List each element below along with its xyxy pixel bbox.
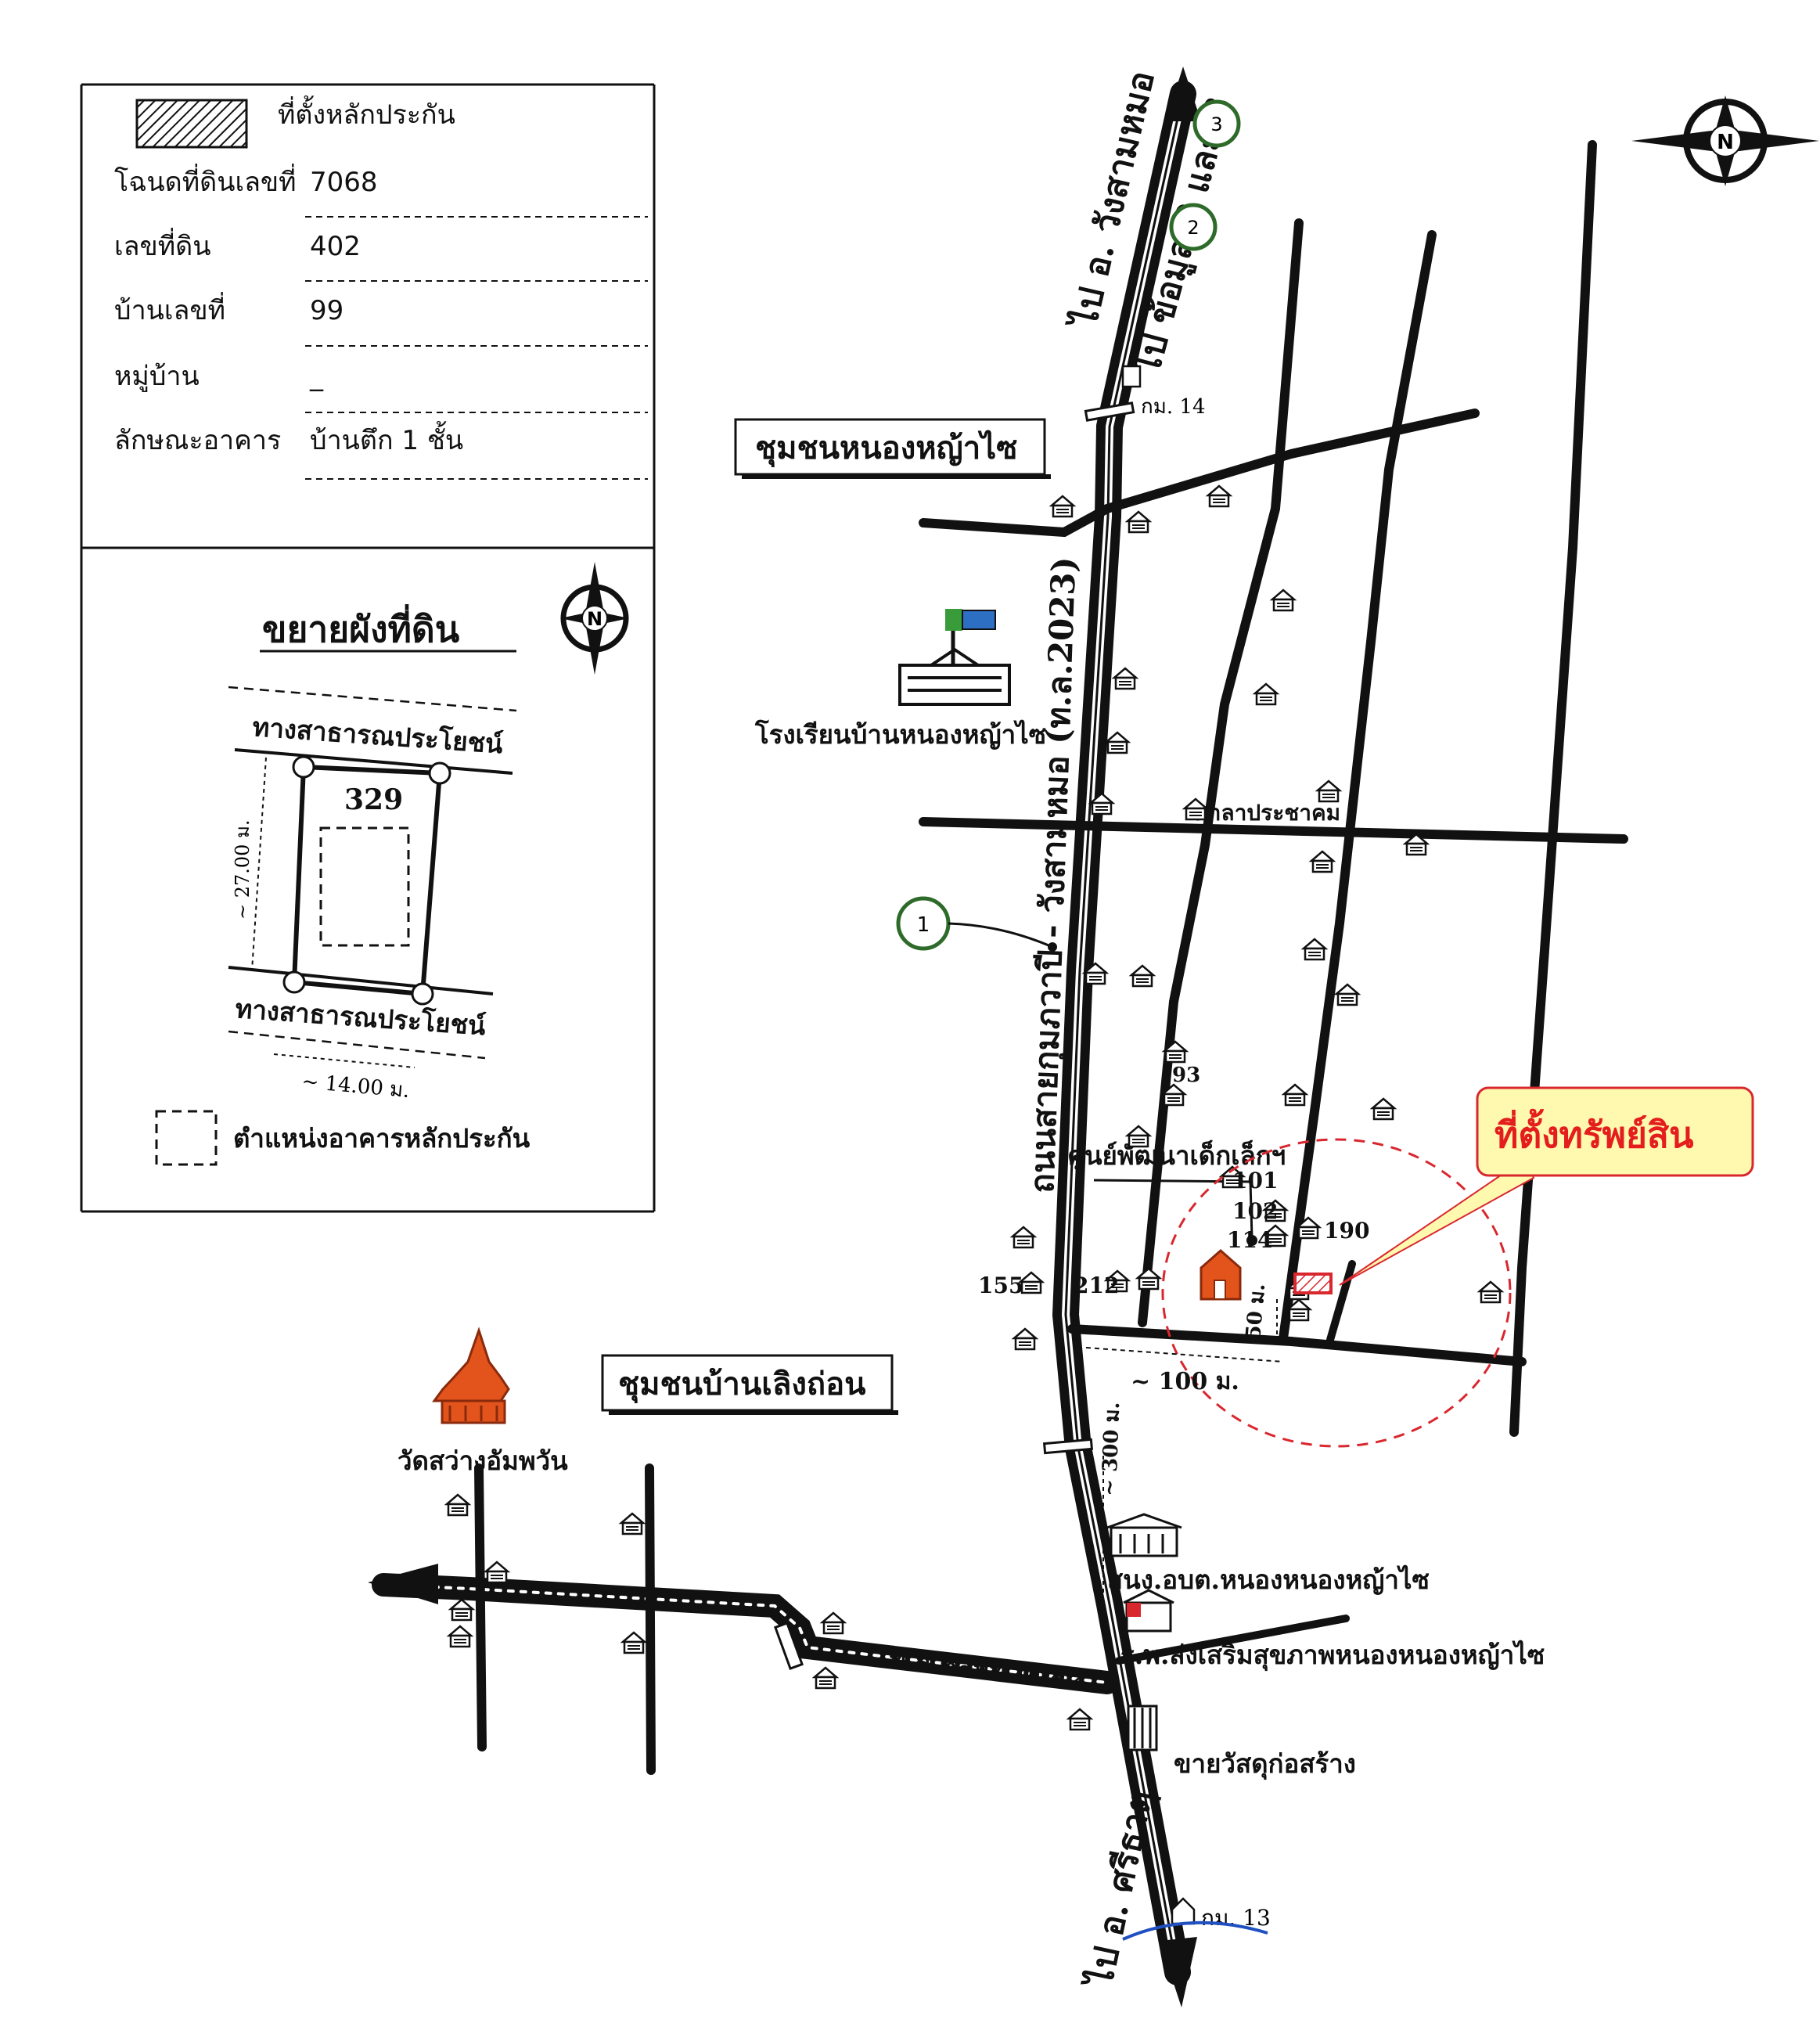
community-south-box: ชุมชนบ้านเลิงถ่อน	[601, 1354, 898, 1415]
marker-2-label: 2	[1187, 217, 1199, 239]
deed-value: 7068	[310, 167, 378, 198]
legend-panel: ที่ตั้งหลักประกัน โฉนดที่ดินเลขที่ 7068 …	[80, 83, 656, 1213]
lot-boundary	[282, 755, 451, 1006]
plot-road-top: ทางสาธารณประโยชน์	[251, 711, 504, 759]
distance-50: 50 ม.	[1242, 1283, 1270, 1341]
marker-2: 2	[1169, 203, 1218, 251]
building-legend-label: ตำแหน่งอาคารหลักประกัน	[233, 1123, 531, 1154]
house-no-label: บ้านเลขที่	[114, 292, 225, 326]
plot-road-bottom: ทางสาธารณประโยชน์	[234, 993, 487, 1041]
km14-label: กม. 14	[1141, 395, 1206, 419]
temple-label: วัดสว่างอัมพวัน	[397, 1445, 568, 1476]
compass-small-label: N	[587, 608, 602, 630]
community-north-label: ชุมชนหนองหญ้าไซ	[755, 430, 1017, 468]
plot-width: ~ 14.00 ม.	[300, 1070, 410, 1103]
marker-1: 1	[896, 896, 1057, 952]
arrow-west-icon	[368, 1564, 438, 1604]
community-south-label: ชุมชนบ้านเลิงถ่อน	[618, 1366, 866, 1404]
collateral-marker-label: ที่ตั้งหลักประกัน	[278, 95, 455, 131]
house-number-155: 155	[978, 1273, 1023, 1298]
property-radius	[1161, 1138, 1512, 1448]
marker-3-label: 3	[1210, 113, 1222, 135]
km14-marker: กม. 14	[1121, 365, 1206, 419]
marker-1-label: 1	[917, 913, 930, 937]
hospital-icon	[1123, 1589, 1174, 1633]
building-position	[319, 826, 410, 947]
temple-icon	[432, 1327, 510, 1424]
village-value: _	[309, 361, 324, 392]
marker-3: 3	[1192, 99, 1241, 148]
arrow-north-icon	[1166, 67, 1201, 121]
compass-large-label: N	[1717, 131, 1734, 154]
house-number-101: 101	[1232, 1168, 1278, 1193]
land-no-value: 402	[310, 231, 361, 262]
house-number-190: 190	[1324, 1218, 1369, 1244]
house-number-93: 93	[1172, 1064, 1200, 1087]
property-callout: ที่ตั้งทรัพย์สิน	[1339, 1086, 1754, 1286]
plot-enlargement: ขยายผังที่ดิน N ทางสาธารณประโยชน์ ทางสาธ…	[155, 562, 629, 1166]
side-road-label: ท.ล.ชลบท 4042	[887, 1643, 1088, 1694]
village-label: หมู่บ้าน	[114, 361, 200, 392]
house-number-212: 212	[1074, 1273, 1119, 1298]
shop-label: ขายวัสดุก่อสร้าง	[1174, 1748, 1356, 1780]
house-no-value: 99	[310, 295, 343, 326]
hospital-label: ร.พ.ส่งเสริมสุขภาพหนองหนองหญ้าไซ	[1120, 1640, 1545, 1672]
land-no-label: เลขที่ดิน	[114, 228, 210, 262]
distance-100: ~ 100 ม.	[1131, 1368, 1239, 1395]
building-legend-swatch	[155, 1110, 218, 1166]
community-north-box: ชุมชนหนองหญ้าไซ	[734, 418, 1051, 479]
school-icon	[898, 609, 1011, 706]
house-number-102: 102	[1232, 1198, 1278, 1224]
sao-office-label: สนง.อบต.หนองหนองหญ้าไซ	[1107, 1564, 1430, 1595]
nursery-label: ศูนย์พัฒนาเด็กเล็กฯ	[1068, 1139, 1286, 1172]
building-type-label: ลักษณะอาคาร	[114, 425, 281, 456]
shop-icon	[1127, 1705, 1158, 1751]
sao-office-icon	[1106, 1513, 1182, 1557]
house-number-114: 114	[1227, 1227, 1272, 1253]
collateral-hatch-swatch	[135, 99, 248, 149]
property-callout-label: ที่ตั้งทรัพย์สิน	[1494, 1108, 1694, 1156]
lot-number: 329	[344, 783, 403, 816]
plot-depth: ~ 27.00 ม.	[232, 819, 254, 920]
road-break-marks	[773, 401, 1135, 1670]
distance-300: ~ 300 ม.	[1098, 1402, 1124, 1496]
school-label: โรงเรียนบ้านหนองหญ้าไซ	[754, 719, 1046, 750]
road-network	[372, 81, 1628, 1985]
nursery-icon	[1200, 1249, 1242, 1301]
compass-large: N	[1631, 95, 1819, 186]
arrow-south-icon	[1160, 1937, 1197, 2007]
km13-marker: กม. 13	[1122, 1897, 1271, 1941]
plot-title: ขยายผังที่ดิน	[262, 604, 460, 650]
sala-label: ศาลาประชาคม	[1195, 800, 1340, 826]
compass-small: N	[560, 562, 629, 675]
property-location	[1293, 1273, 1333, 1294]
deed-label: โฉนดที่ดินเลขที่	[114, 164, 297, 198]
building-type-value: บ้านตึก 1 ชั้น	[310, 421, 463, 456]
